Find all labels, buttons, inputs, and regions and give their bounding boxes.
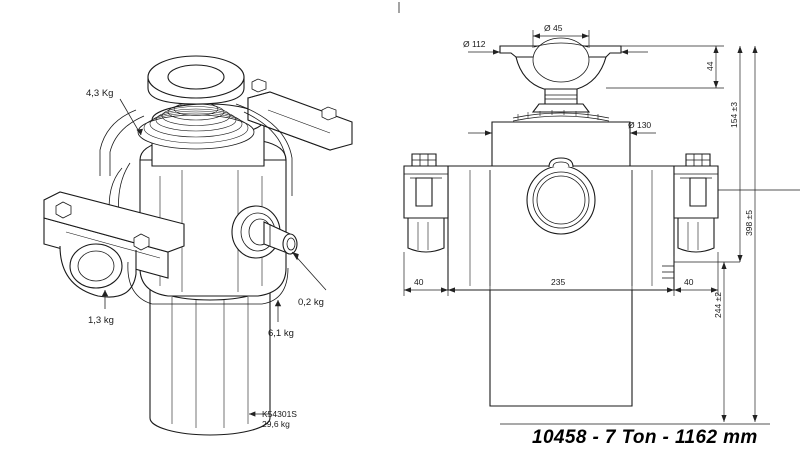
dim-w235-text: 235 bbox=[551, 277, 565, 287]
ortho-right-clamp bbox=[673, 153, 800, 253]
callout-port-text: 0,2 kg bbox=[298, 297, 324, 308]
iso-left-clamp bbox=[43, 191, 185, 298]
dim-d112-text: Ø 112 bbox=[463, 39, 486, 49]
dim-height-154: 154 ±3 bbox=[729, 46, 743, 262]
dim-h154-text: 154 ±3 bbox=[729, 102, 739, 128]
dim-d130-text: Ø 130 bbox=[628, 120, 651, 130]
ortho-center-body bbox=[447, 157, 675, 291]
iso-callout-cap: 4,3 Kg bbox=[86, 88, 143, 136]
dim-widths: 40 235 40 bbox=[403, 170, 719, 296]
dim-h398-text: 398 ±5 bbox=[744, 210, 754, 236]
callout-yoke-text: 6,1 kg bbox=[268, 328, 294, 339]
isometric-view-group: 4,3 Kg 1,3 kg 0,2 kg 6,1 kg K54301S 29,6… bbox=[43, 55, 353, 436]
callout-clamp-text: 1,3 kg bbox=[88, 315, 114, 326]
dim-height-244: 244 ±2 bbox=[674, 261, 740, 422]
iso-upper-bracket bbox=[247, 78, 353, 151]
dim-h244-text: 244 ±2 bbox=[713, 292, 723, 318]
dim-d45-text: Ø 45 bbox=[544, 23, 563, 33]
ortho-lower-cylinder bbox=[489, 289, 633, 407]
iso-top-cap bbox=[147, 55, 245, 105]
dim-w40-right-text: 40 bbox=[684, 277, 694, 287]
iso-side-port bbox=[231, 205, 298, 259]
dim-h44-text: 44 bbox=[705, 61, 715, 71]
dim-diameter-45: Ø 45 bbox=[532, 23, 590, 48]
iso-skirt-outline bbox=[127, 261, 289, 305]
ortho-view-group: Ø 45 Ø 112 Ø 130 44 bbox=[398, 2, 800, 425]
dim-diameter-112: Ø 112 bbox=[463, 39, 648, 55]
iso-rear-tube bbox=[99, 103, 293, 196]
drawing-title: 10458 - 7 Ton - 1162 mm bbox=[532, 427, 758, 448]
dim-w40-left-text: 40 bbox=[414, 277, 424, 287]
iso-callout-port: 0,2 kg bbox=[291, 251, 327, 308]
iso-bolt-left-a bbox=[55, 201, 72, 219]
iso-callout-clamp: 1,3 kg bbox=[88, 290, 114, 326]
iso-bolt-upper-a bbox=[251, 78, 267, 93]
iso-bolt-left-b bbox=[133, 233, 150, 251]
callout-cap-text: 4,3 Kg bbox=[86, 88, 113, 99]
part-mass-text: 29,6 kg bbox=[262, 419, 290, 429]
iso-bolt-upper-b bbox=[321, 106, 337, 121]
ortho-gasket-band bbox=[512, 110, 610, 122]
dim-height-398: 398 ±5 bbox=[744, 46, 758, 422]
iso-callout-yoke: 6,1 kg bbox=[268, 300, 294, 339]
ortho-left-clamp bbox=[403, 153, 449, 253]
iso-part-label: K54301S 29,6 kg bbox=[249, 409, 297, 429]
iso-bellows-rings bbox=[137, 102, 255, 150]
part-code-text: K54301S bbox=[262, 409, 297, 419]
iso-yoke-body bbox=[108, 140, 287, 297]
ortho-top-seat bbox=[499, 37, 622, 122]
dim-diameter-130: Ø 130 bbox=[468, 120, 656, 136]
dim-height-44: 44 bbox=[606, 45, 724, 89]
